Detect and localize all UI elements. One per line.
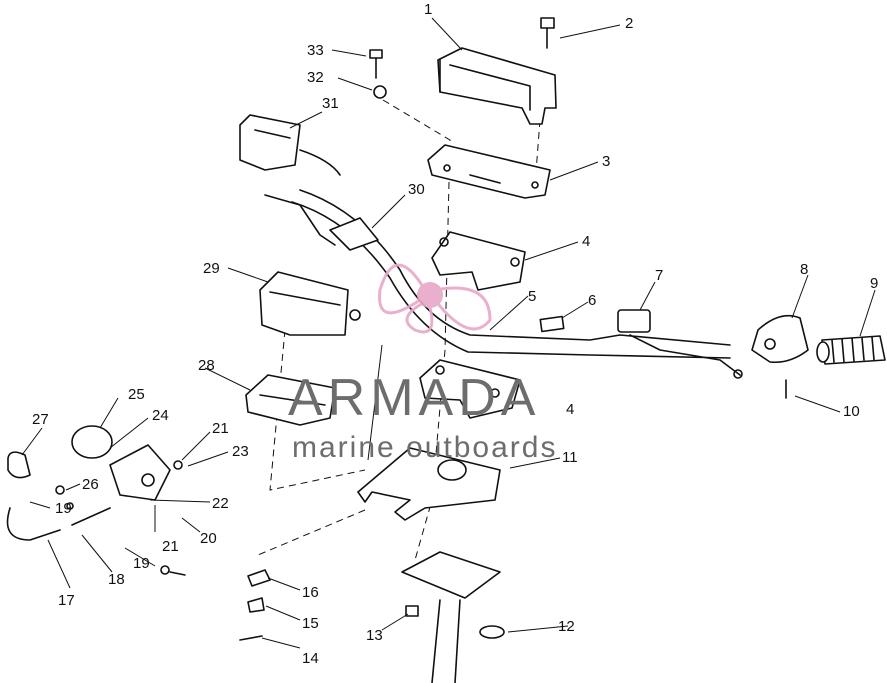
callout-27: 27 — [32, 411, 49, 428]
callout-10: 10 — [843, 403, 860, 420]
callout-21a: 21 — [212, 420, 229, 437]
top-fasteners — [369, 49, 387, 99]
callout-4b: 4 — [566, 401, 574, 418]
instrument-box — [259, 271, 361, 336]
callout-14: 14 — [302, 650, 319, 667]
callout-3: 3 — [602, 153, 610, 170]
mounting-bracket — [357, 447, 501, 521]
handlebar-grip — [816, 335, 886, 365]
throttle-housing — [751, 314, 809, 364]
callout-8: 8 — [800, 261, 808, 278]
callout-labels: 1 2 3 4 4 5 6 7 8 9 10 11 12 13 14 15 16… — [32, 1, 878, 667]
callout-23: 23 — [232, 443, 249, 460]
upper-clamp-top — [431, 231, 526, 291]
leader-lines — [21, 17, 876, 649]
callout-1: 1 — [424, 1, 432, 18]
armada-logo-icon — [378, 263, 492, 334]
steering-column — [401, 551, 505, 683]
callout-13: 13 — [366, 627, 383, 644]
callout-21b: 21 — [162, 538, 179, 555]
handlebar-cover — [437, 47, 557, 125]
propeller-blade — [378, 263, 427, 315]
propeller-blade — [433, 286, 492, 331]
callout-17: 17 — [58, 592, 75, 609]
mount-plate — [427, 144, 551, 199]
callout-26: 26 — [82, 476, 99, 493]
callout-24: 24 — [152, 407, 169, 424]
callout-18: 18 — [108, 571, 125, 588]
callout-7: 7 — [655, 267, 663, 284]
master-cylinder — [239, 114, 341, 176]
callout-11: 11 — [562, 449, 578, 466]
nut — [405, 605, 419, 617]
lower-clamp — [419, 359, 521, 419]
callout-15: 15 — [302, 615, 319, 632]
callout-25: 25 — [128, 386, 145, 403]
callout-20: 20 — [200, 530, 217, 547]
callout-16: 16 — [302, 584, 319, 601]
callout-31: 31 — [322, 95, 339, 112]
watermark-tagline: marine outboards — [292, 431, 557, 464]
small-label — [539, 315, 565, 333]
callout-9: 9 — [870, 275, 878, 292]
small-fasteners — [239, 569, 271, 641]
callout-2: 2 — [625, 15, 633, 32]
callout-6: 6 — [588, 292, 596, 309]
callout-33: 33 — [307, 42, 324, 59]
cover-bolt — [540, 17, 555, 49]
brake-lever — [617, 309, 743, 379]
callout-32: 32 — [307, 69, 324, 86]
callout-4a: 4 — [582, 233, 590, 250]
callout-28: 28 — [198, 357, 215, 374]
watermark-brand: ARMADA — [288, 369, 540, 427]
callout-19a: 19 — [55, 500, 72, 517]
callout-22: 22 — [212, 495, 229, 512]
callout-19b: 19 — [133, 555, 150, 572]
callout-29: 29 — [203, 260, 220, 277]
lever-clamp — [264, 194, 379, 251]
propeller-blade — [405, 297, 434, 334]
callout-12: 12 — [558, 618, 575, 635]
callout-30: 30 — [408, 181, 425, 198]
propeller-hub — [417, 282, 443, 308]
instrument-tray — [245, 374, 336, 426]
callout-5: 5 — [528, 288, 536, 305]
indicator-assembly — [6, 425, 186, 576]
handlebar — [291, 189, 731, 359]
